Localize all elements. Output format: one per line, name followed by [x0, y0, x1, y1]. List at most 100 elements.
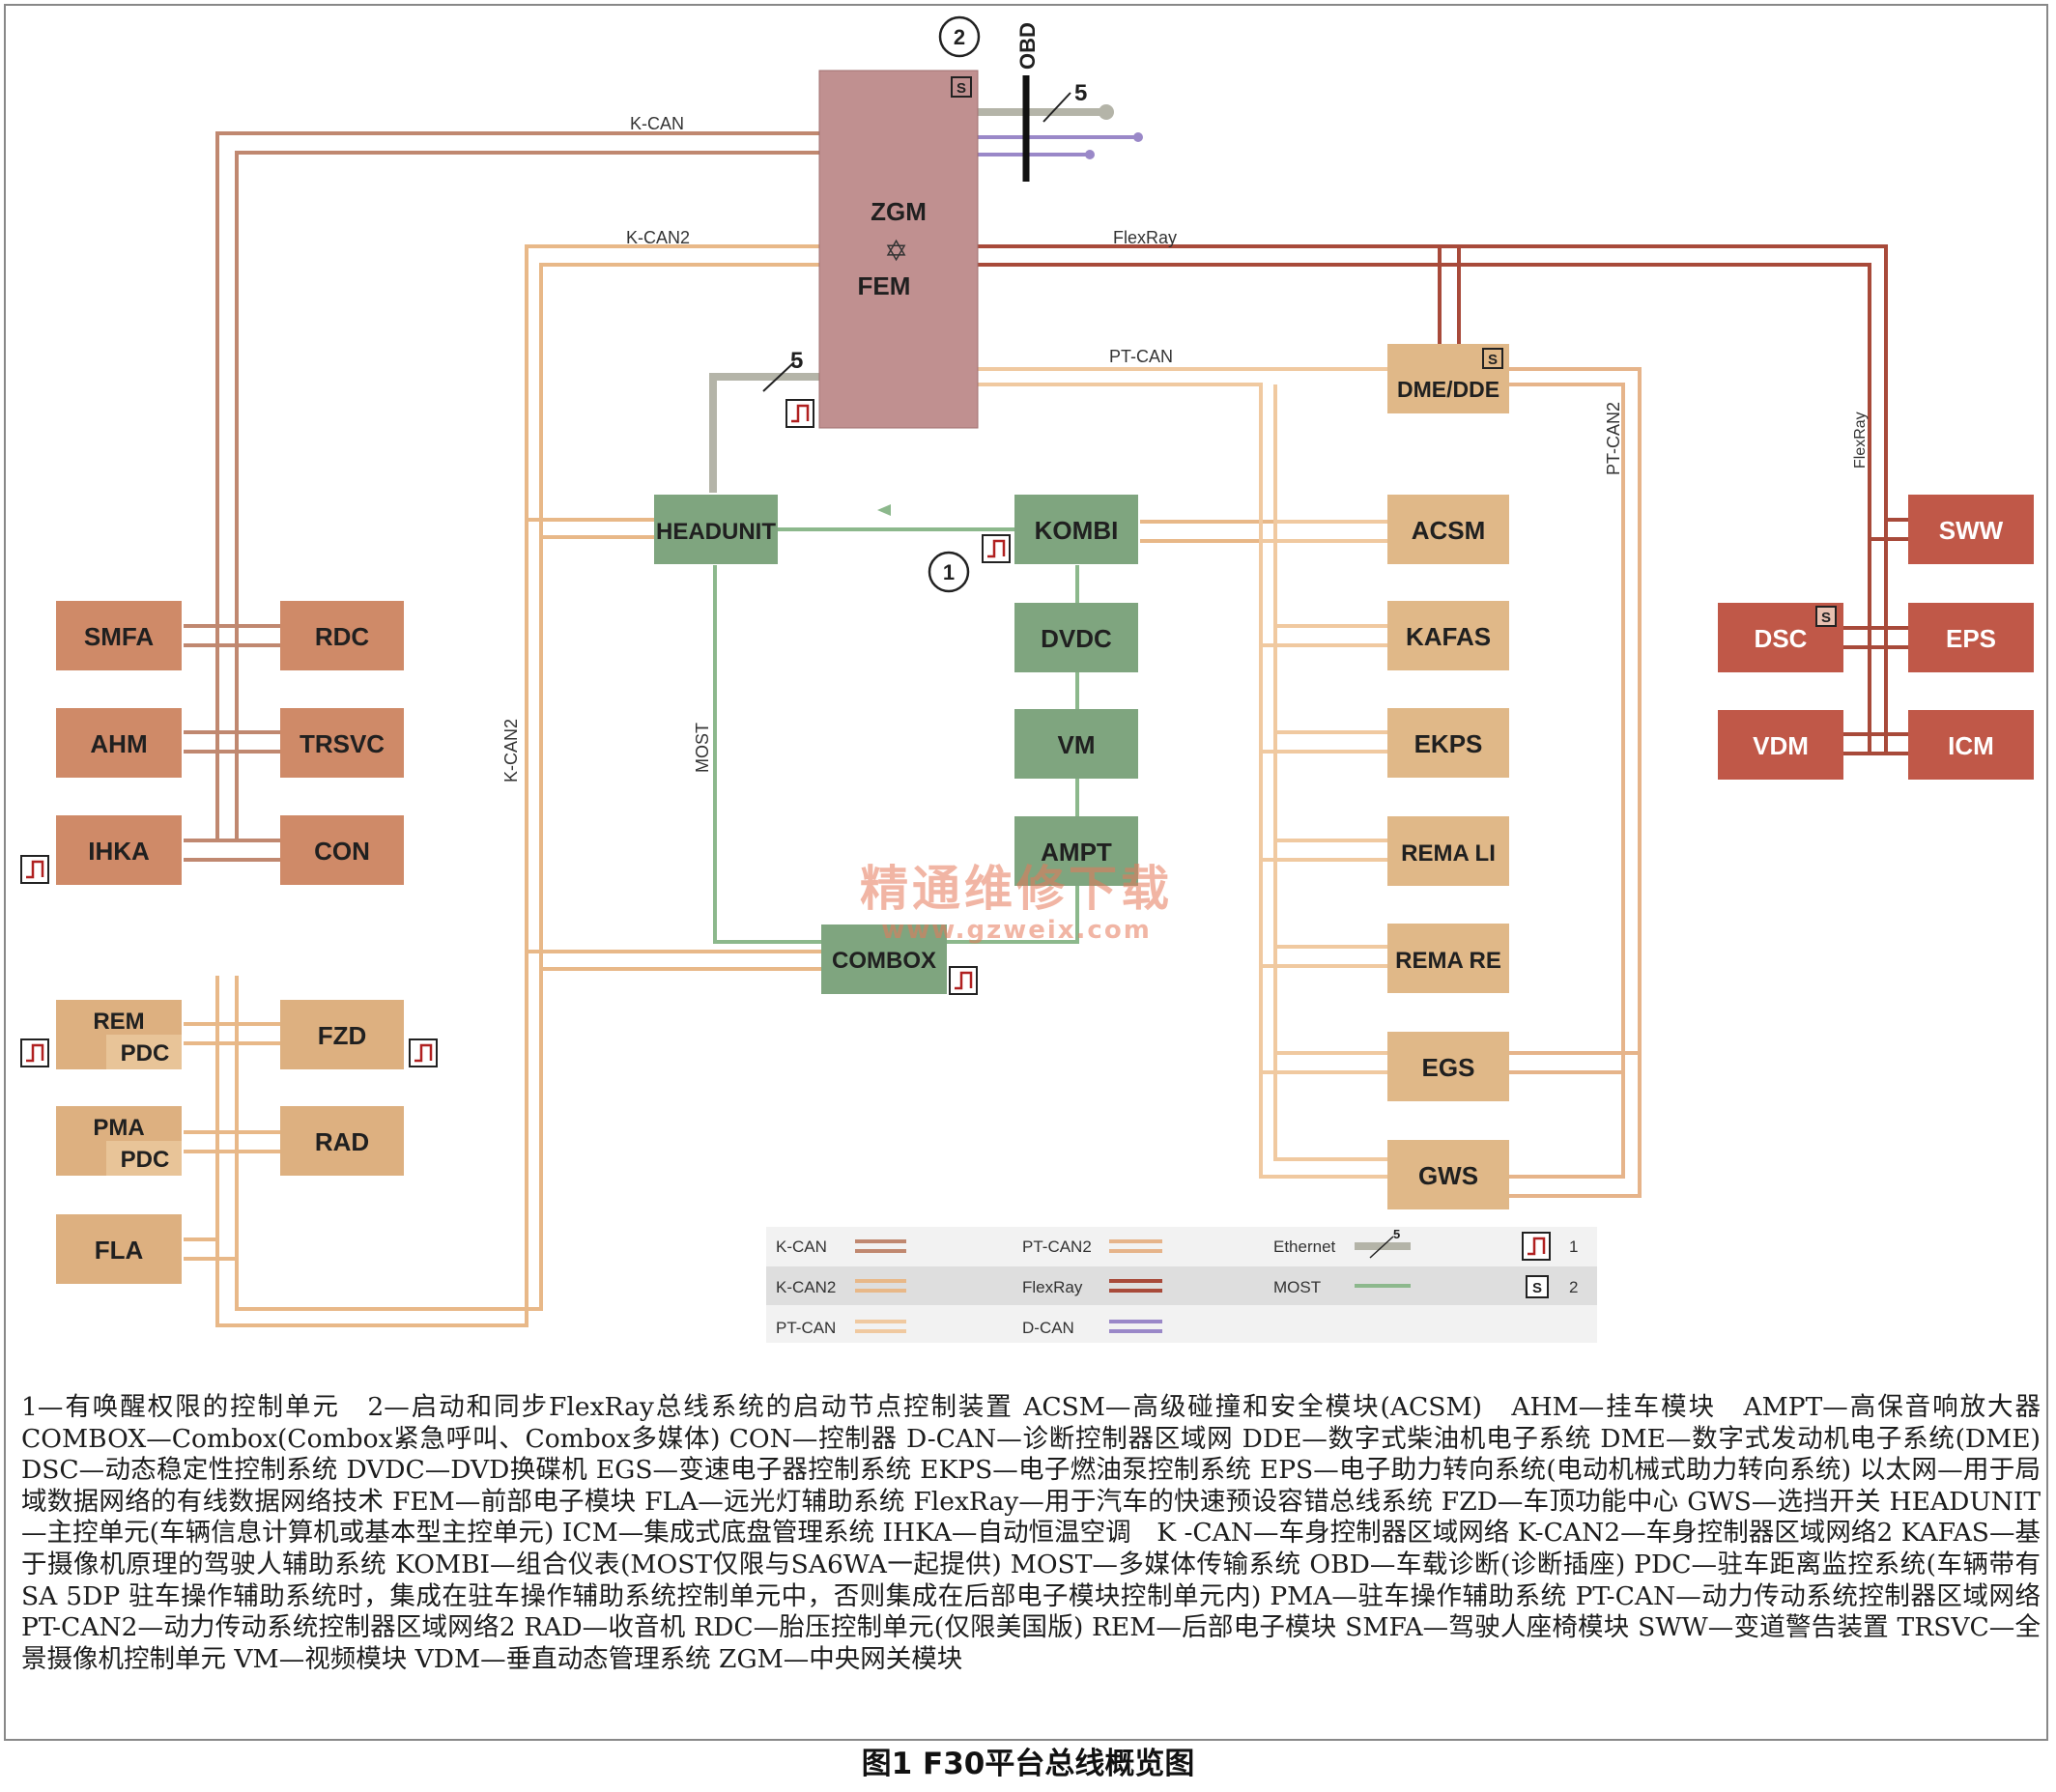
module-dme-dde: DME/DDE S: [1387, 344, 1509, 413]
headunit-label: HEADUNIT: [656, 519, 776, 545]
rema-re-label: REMA RE: [1395, 948, 1501, 974]
module-ahm: AHM: [56, 708, 182, 778]
module-gws: GWS: [1387, 1140, 1509, 1209]
legend-s-icon-text: S: [1532, 1280, 1542, 1296]
module-kafas: KAFAS: [1387, 601, 1509, 670]
bus-topology-diagram: 5 5 OBD K-CAN K-CAN2 FlexRay PT-CAN K-CA…: [20, 15, 2034, 1343]
legend-k-can2-label: K-CAN2: [776, 1278, 836, 1296]
callout-1: 1: [928, 551, 970, 593]
vdm-label: VDM: [1753, 731, 1809, 760]
figure-caption: 1—有唤醒权限的控制单元 2—启动和同步FlexRay总线系统的启动节点控制装置…: [21, 1392, 2041, 1674]
wake-up-icon-combox: [949, 966, 978, 995]
wake-up-icon-kombi: [982, 534, 1011, 563]
s-marker-dme: [1482, 348, 1503, 369]
legend-s-icon: [1526, 1275, 1549, 1298]
pma-label: PMA: [93, 1115, 144, 1141]
figure-title: 图1 F30平台总线概览图: [861, 1747, 1195, 1781]
legend-pt-can2-label: PT-CAN2: [1022, 1237, 1092, 1256]
zgm-label: ZGM: [871, 197, 927, 226]
flexray-vertical-label: FlexRay: [1852, 412, 1869, 469]
trsvc-label: TRSVC: [300, 729, 385, 758]
fla-label: FLA: [95, 1236, 144, 1265]
dvdc-label: DVDC: [1041, 624, 1112, 653]
dsc-label: DSC: [1755, 624, 1808, 653]
legend-wake-key: 1: [1569, 1237, 1578, 1256]
legend-flexray-label: FlexRay: [1022, 1278, 1083, 1296]
d-can-terminal-2: [1085, 150, 1095, 159]
ahm-label: AHM: [90, 729, 147, 758]
ethernet-link: [709, 108, 1101, 493]
kafas-label: KAFAS: [1406, 622, 1491, 651]
legend-s-key: 2: [1569, 1278, 1578, 1296]
wake-up-icon-rem: [20, 1038, 49, 1067]
flexray-bus: [976, 244, 1908, 755]
gws-label: GWS: [1418, 1161, 1478, 1190]
rema-li-label: REMA LI: [1401, 840, 1496, 867]
star-icon: ✡: [884, 236, 908, 268]
wake-up-icon-ihka: [20, 855, 49, 884]
fem-label: FEM: [858, 271, 911, 300]
module-fzd: FZD: [280, 1000, 404, 1069]
eps-label: EPS: [1946, 624, 1996, 653]
rad-label: RAD: [315, 1127, 369, 1156]
legend-wake-up-icon: [1522, 1232, 1551, 1261]
k-can-bus: [184, 131, 831, 862]
fzd-label: FZD: [318, 1021, 367, 1050]
module-con: CON: [280, 815, 404, 885]
module-rema-re: REMA RE: [1387, 924, 1509, 993]
module-rad: RAD: [280, 1106, 404, 1176]
callout-2: 2: [938, 15, 981, 58]
s-marker-dsc-text: S: [1821, 610, 1831, 626]
acsm-label: ACSM: [1412, 516, 1486, 545]
module-smfa: SMFA: [56, 601, 182, 670]
smfa-label: SMFA: [84, 622, 154, 651]
legend-pt-can-label: PT-CAN: [776, 1319, 836, 1337]
module-dsc: DSC S: [1718, 603, 1843, 672]
module-ekps: EKPS: [1387, 708, 1509, 778]
rdc-label: RDC: [315, 622, 370, 651]
obd-ethernet-count-label: 5: [1074, 80, 1087, 106]
ihka-label: IHKA: [88, 837, 150, 866]
con-label: CON: [314, 837, 370, 866]
rem-label: REM: [93, 1009, 144, 1035]
callout-1-text: 1: [943, 560, 955, 584]
module-dvdc: DVDC: [1014, 603, 1138, 672]
pdc-label-rem: PDC: [121, 1040, 170, 1067]
module-pma-pdc: PMA PDC: [56, 1106, 182, 1176]
s-marker-dme-text: S: [1488, 352, 1498, 368]
legend: K-CAN K-CAN2 PT-CAN PT-CAN2 FlexRay D-CA…: [766, 1227, 1597, 1343]
wake-up-icon-fzd: [409, 1038, 438, 1067]
module-zgm-fem: ZGM ✡ FEM S: [818, 70, 979, 429]
module-trsvc: TRSVC: [280, 708, 404, 778]
vm-label: VM: [1058, 730, 1096, 759]
module-vm: VM: [1014, 709, 1138, 779]
ethernet-count-label: 5: [790, 348, 803, 374]
pt-can2-bus: [1509, 367, 1642, 1198]
module-egs: EGS: [1387, 1032, 1509, 1101]
module-sww: SWW: [1908, 495, 2034, 564]
s-marker-dsc: [1815, 606, 1837, 627]
wake-up-icon-zgm: [785, 399, 814, 428]
ethernet-terminal: [1099, 104, 1114, 120]
ampt-label: AMPT: [1041, 838, 1112, 867]
pt-can-label: PT-CAN: [1109, 347, 1173, 366]
ekps-label: EKPS: [1414, 729, 1483, 758]
most-label: MOST: [693, 723, 712, 773]
s-marker-zgm: [951, 76, 972, 98]
d-can-terminal: [1133, 132, 1143, 142]
ethernet-tick: [762, 361, 795, 392]
module-rem-pdc: REM PDC: [56, 1000, 182, 1069]
sww-label: SWW: [1939, 516, 2004, 545]
dme-dde-label: DME/DDE: [1397, 377, 1499, 402]
legend-k-can-label: K-CAN: [776, 1237, 827, 1256]
module-acsm: ACSM: [1387, 495, 1509, 564]
k-can2-vertical-label: K-CAN2: [501, 719, 521, 782]
module-headunit: HEADUNIT: [654, 495, 778, 564]
obd-label: OBD: [1015, 22, 1040, 70]
module-rdc: RDC: [280, 601, 404, 670]
module-rema-li: REMA LI: [1387, 816, 1509, 886]
most-ring: [713, 504, 1079, 944]
legend-most-label: MOST: [1273, 1278, 1321, 1296]
d-can-bus: [976, 135, 1135, 156]
pt-can-bus: [976, 367, 1391, 1179]
